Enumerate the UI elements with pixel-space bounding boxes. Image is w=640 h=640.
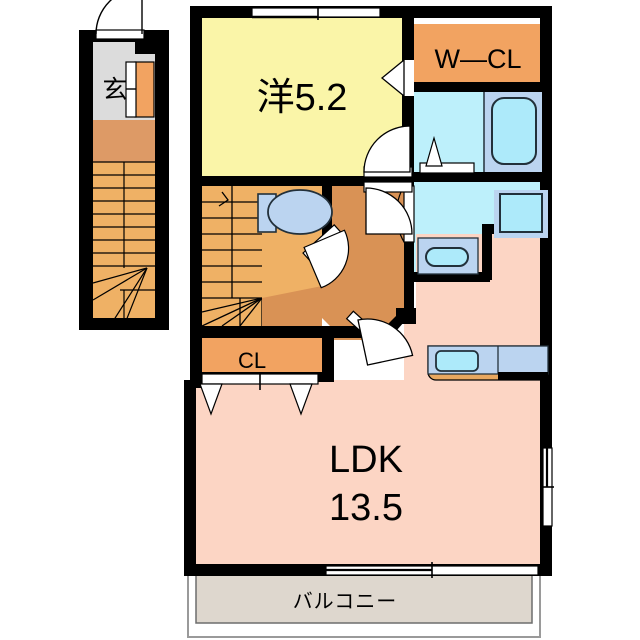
cl-floor xyxy=(202,336,322,378)
wall-wcl-bottom xyxy=(402,82,552,92)
entrance-label: 玄 xyxy=(102,76,127,104)
wall-stairs-right xyxy=(155,108,169,330)
wall-cl-right xyxy=(322,330,334,382)
vanity-basin xyxy=(425,247,469,267)
kitchen xyxy=(427,345,549,381)
ldk-east-window[interactable] xyxy=(541,447,554,527)
bedroom-floor xyxy=(202,18,402,176)
toilet xyxy=(257,189,333,235)
bedroom-door-swing[interactable] xyxy=(363,125,411,173)
cl-door-fold-right[interactable] xyxy=(289,383,313,416)
bedroom-closet-door[interactable] xyxy=(380,58,414,98)
ldk-label: LDK xyxy=(329,439,403,481)
bedroom-label: 洋5.2 xyxy=(257,77,348,119)
bathroom-door-leaf[interactable] xyxy=(419,162,475,174)
wall-main-left-lower xyxy=(184,380,196,576)
washing-machine xyxy=(494,190,548,238)
wcl-door-opening[interactable] xyxy=(404,60,414,96)
bedroom-window[interactable] xyxy=(251,7,381,20)
wall-bedroom-bottom xyxy=(190,176,414,186)
entrance-door-swing[interactable] xyxy=(95,0,142,35)
toilet-door-swing[interactable] xyxy=(292,219,357,293)
hall-ldk-door-swing[interactable] xyxy=(357,310,414,366)
interior-stairs-landing xyxy=(262,286,322,326)
toilet-door[interactable] xyxy=(292,219,357,293)
cl-label: CL xyxy=(238,348,266,373)
wall-inner-stairs-bottom xyxy=(190,326,330,338)
wcl-door-leaf[interactable] xyxy=(380,58,405,98)
wcl-floor xyxy=(414,24,542,82)
closet-sliding-door[interactable] xyxy=(199,373,319,416)
wall-inner-stairs-left xyxy=(190,186,202,336)
hall-door[interactable] xyxy=(363,181,413,235)
wall-main-right xyxy=(540,6,552,576)
balcony-area: バルコニー xyxy=(187,572,541,638)
entrance-door-leaf[interactable] xyxy=(95,29,145,40)
bedroom-door[interactable] xyxy=(363,125,413,178)
kitchen-wall-stub xyxy=(498,372,548,380)
balcony-label: バルコニー xyxy=(293,591,398,613)
exterior-stairs xyxy=(92,120,155,327)
wcl-label: W—CL xyxy=(435,44,522,74)
wall-cl-left xyxy=(190,330,202,380)
cl-door-fold-left[interactable] xyxy=(199,383,223,416)
shoe-closet xyxy=(125,61,155,118)
hall-door-leaf[interactable] xyxy=(363,181,413,193)
wall-washroom-vertical xyxy=(482,224,492,280)
ldk-floor xyxy=(196,234,552,576)
bathroom-door[interactable] xyxy=(419,135,475,174)
wall-entrance-bottom xyxy=(79,318,169,330)
wall-hall-corner xyxy=(396,308,416,324)
wall-entrance-notch xyxy=(135,42,169,54)
vanity-sink xyxy=(417,237,479,275)
wall-hall-right xyxy=(404,182,414,324)
ldk-size-label: 13.5 xyxy=(329,487,403,529)
shoe-closet-box xyxy=(134,61,155,118)
wall-entrance-left xyxy=(79,30,93,330)
stairs-landing xyxy=(93,120,155,162)
washer-body xyxy=(499,193,543,233)
bedroom-window-frame[interactable] xyxy=(251,7,381,18)
kitchen-sink xyxy=(435,350,479,372)
bathroom-door-swing[interactable] xyxy=(425,135,443,167)
stair-treads xyxy=(92,161,155,327)
wall-bathroom-bottom xyxy=(402,172,552,182)
entrance-door[interactable] xyxy=(95,0,145,40)
hall-door-swing[interactable] xyxy=(365,187,413,235)
wall-washroom-bottom xyxy=(404,272,490,282)
bathtub-basin xyxy=(491,97,537,165)
hall-ldk-door[interactable] xyxy=(345,310,414,366)
toilet-bowl xyxy=(267,189,333,235)
bathtub xyxy=(483,92,542,172)
balcony-window[interactable] xyxy=(325,562,539,578)
